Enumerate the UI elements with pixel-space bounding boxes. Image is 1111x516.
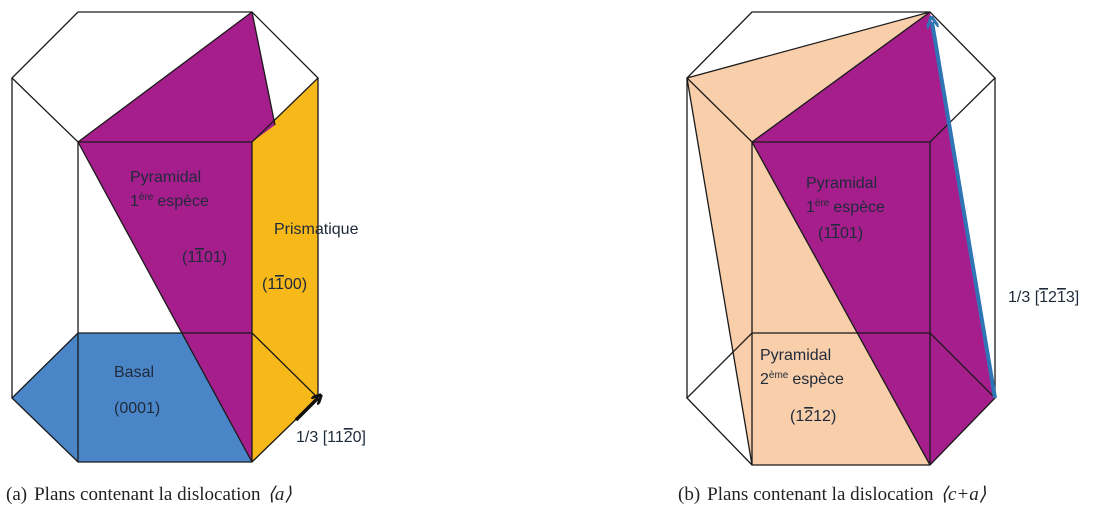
pyramidal-1-label: Pyramidal	[806, 175, 877, 192]
basal-label: Basal	[114, 364, 154, 381]
hexagonal-prism-edges-b	[686, 11, 996, 466]
prismatic-plane	[252, 78, 318, 462]
burgers-vector-a-arrow	[294, 398, 318, 422]
burgers-vector-a-label: 1/3 [1120]	[296, 429, 366, 446]
prismatic-label: Prismatique	[274, 221, 359, 238]
basal-miller-index: (0001)	[114, 400, 160, 417]
burgers-vector-ca-label: 1/3 [1213]	[1008, 289, 1079, 306]
pyramidal-plane-2nd-kind	[687, 12, 930, 465]
pyramidal-plane-1st-kind-top	[78, 12, 275, 142]
hexagonal-prism-edges	[11, 11, 319, 463]
burgers-vector-ca-arrow	[932, 22, 997, 399]
caption-b: (b)Plans contenant la dislocation⟨c+a⟩	[678, 484, 987, 505]
basal-plane	[12, 333, 252, 462]
pyramidal-miller-index: (1101)	[182, 249, 227, 266]
pyramidal-label: Pyramidal	[130, 169, 201, 186]
caption-a: (a)Plans contenant la dislocation⟨a⟩	[6, 484, 292, 505]
pyramidal-1-miller-index: (1101)	[818, 225, 863, 242]
pyramidal-2-miller-index: (1212)	[790, 408, 836, 425]
pyramidal-plane-1st-kind	[752, 12, 995, 465]
prismatic-miller-index: (1100)	[262, 276, 307, 293]
pyramidal-2-label: Pyramidal	[760, 347, 831, 364]
